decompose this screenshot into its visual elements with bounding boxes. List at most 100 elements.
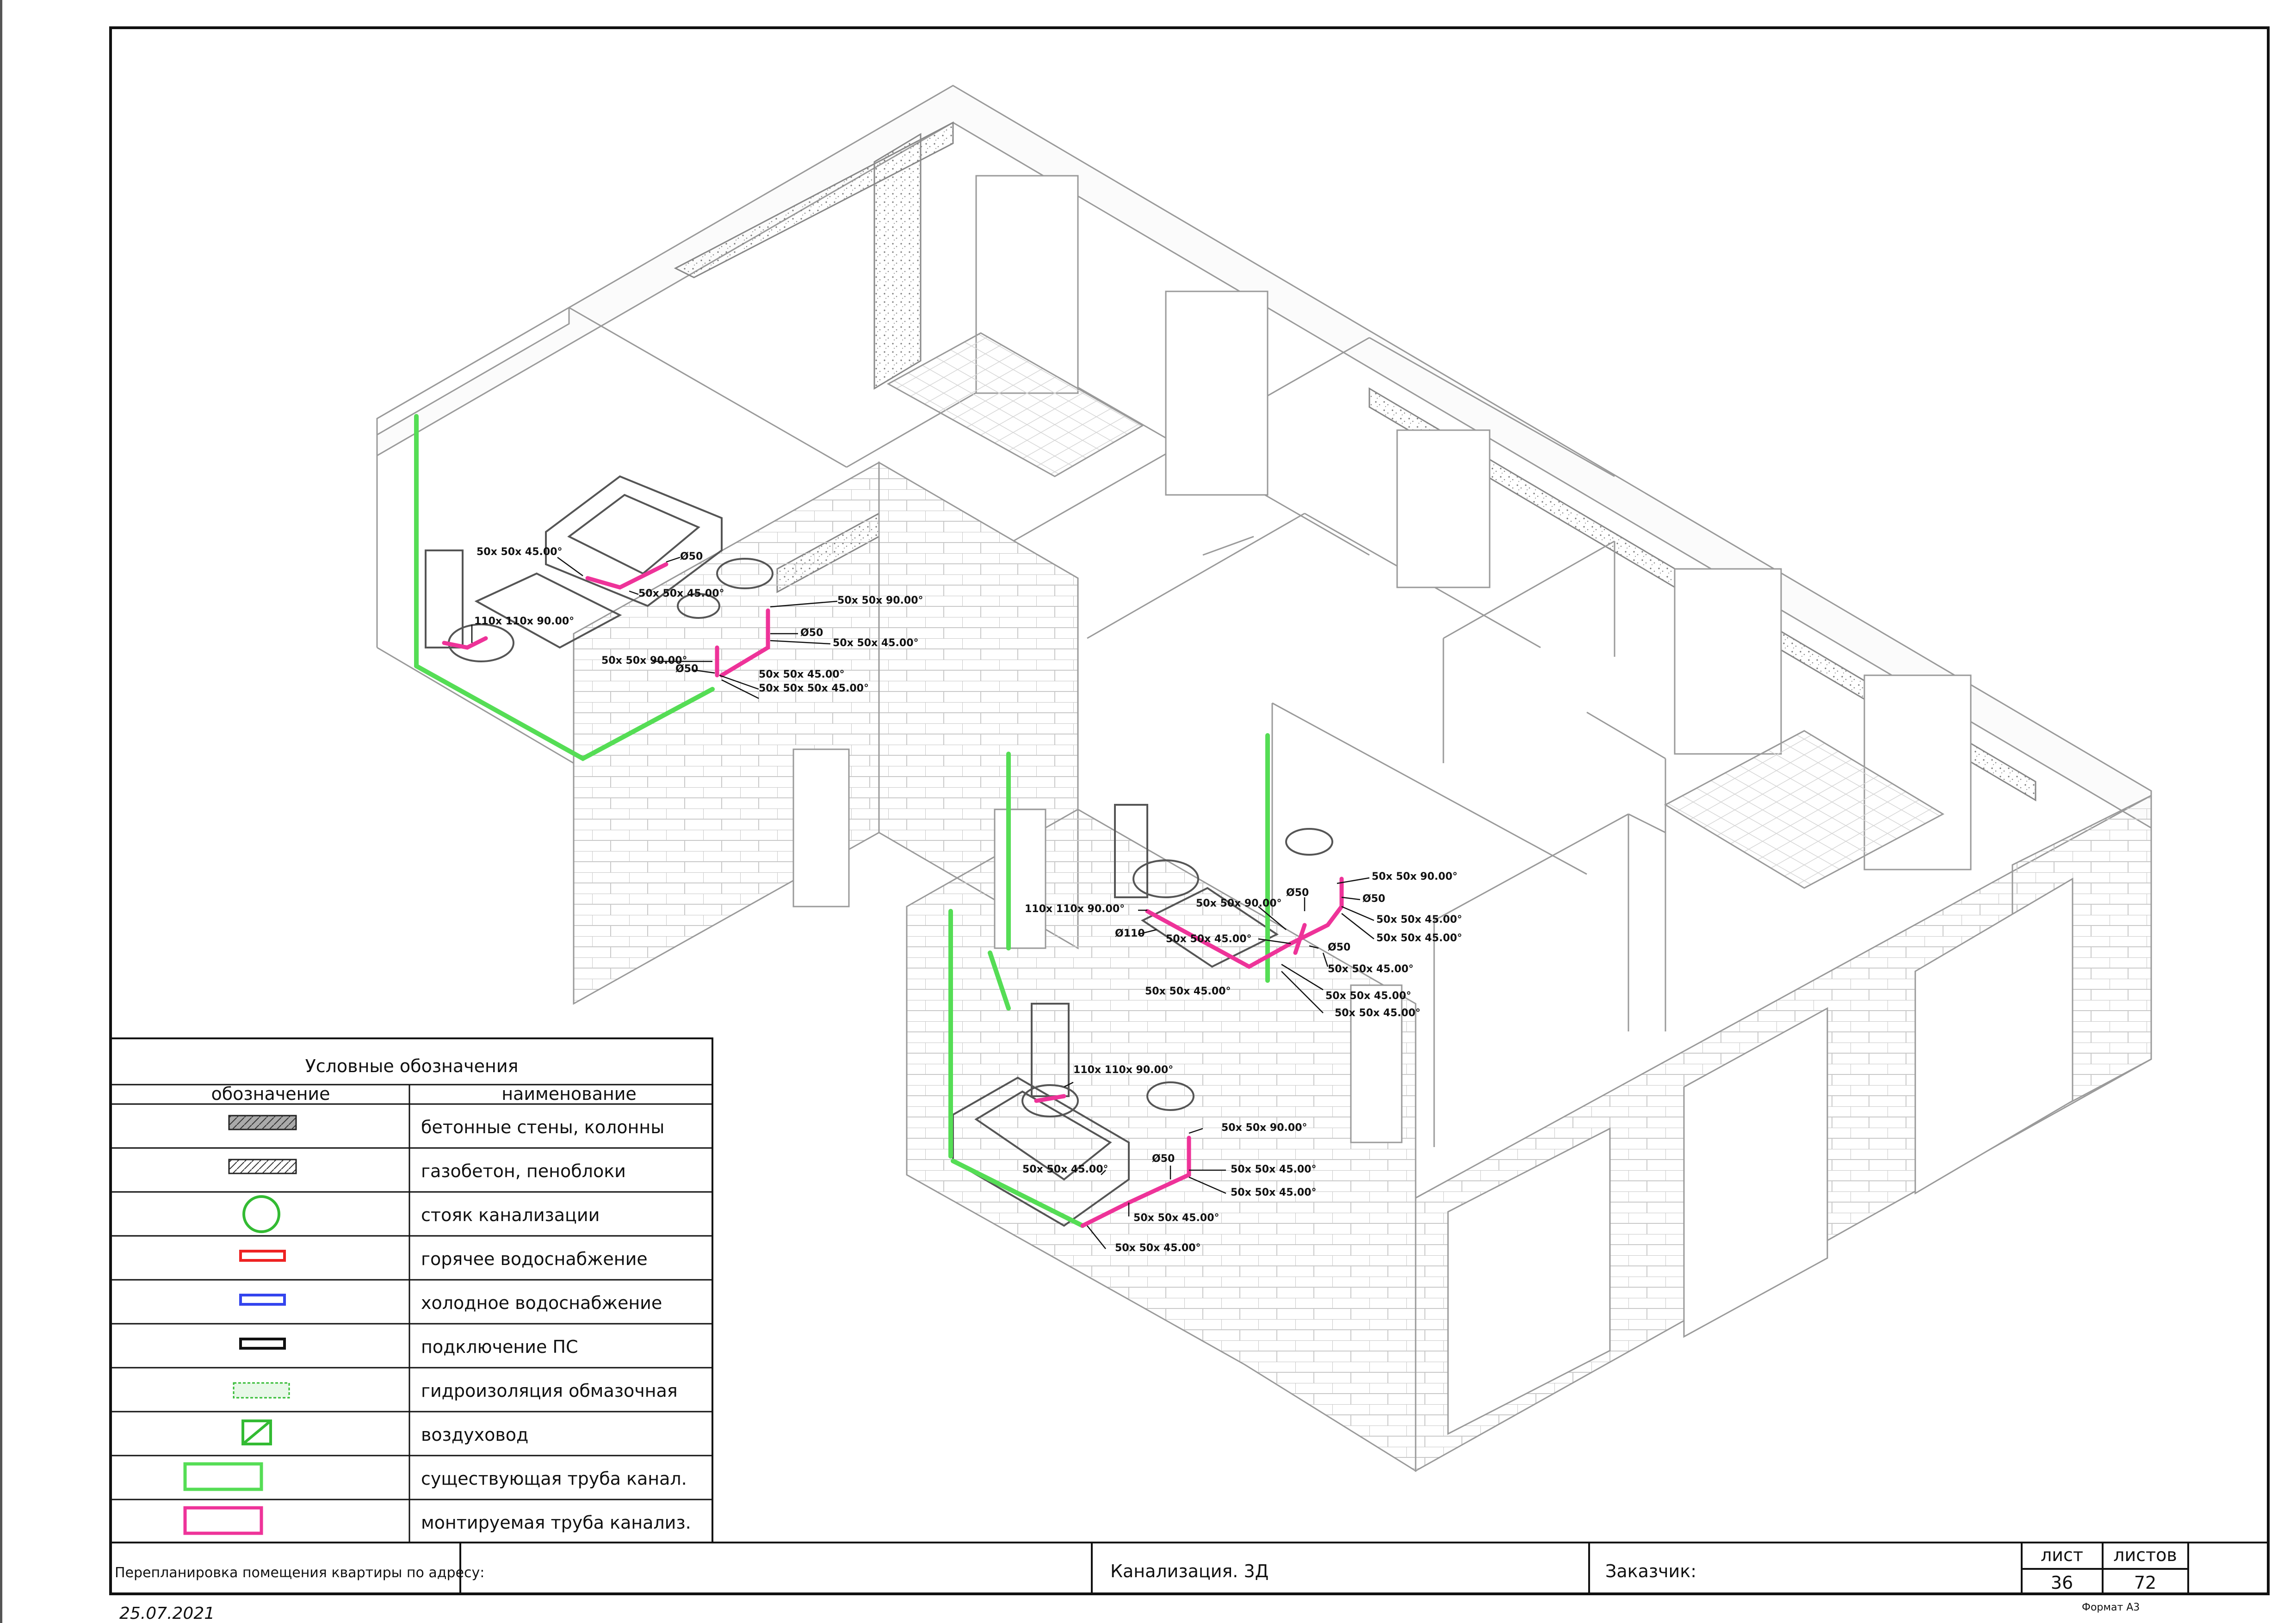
window-south-3 <box>1914 877 2073 1195</box>
pipe-label: 50x 50x 45.00° <box>1376 932 1462 944</box>
pipe-label: Ø50 <box>1328 942 1350 953</box>
new-pipe-lower <box>1080 1135 1191 1228</box>
pipe-label-texts: 50x 50x 45.00° Ø50 50x 50x 45.00° 110x 1… <box>474 546 1462 1254</box>
new-pipe-upper-basin <box>719 608 770 678</box>
branch-middle <box>988 950 1011 1011</box>
window-south-1 <box>1447 1127 1611 1435</box>
legend-item-name: газобетон, пеноблоки <box>421 1161 626 1181</box>
pipe-label: Ø110 <box>1115 928 1145 939</box>
washbasin-upper-2 <box>677 593 720 619</box>
floor-tiles-2 <box>1664 730 1945 889</box>
bathtub-lower-inner <box>974 1090 1112 1181</box>
pipe-label: 50x 50x 90.00° <box>1196 898 1282 909</box>
concrete-column <box>873 133 922 390</box>
format-label: Формат А3 <box>2082 1602 2140 1613</box>
bathtub-upper <box>545 475 723 607</box>
building-isometric <box>376 85 2152 1472</box>
pipe-label: Ø50 <box>1362 893 1385 905</box>
pipe-label: 110x 110x 90.00° <box>1025 903 1125 915</box>
sheet-edge <box>0 0 2 1623</box>
legend-item-name: гидроизоляция обмазочная <box>421 1381 678 1401</box>
legend-title: Условные обозначения <box>305 1056 519 1076</box>
wc-bowl-lower <box>1021 1084 1079 1117</box>
legend-item-name: бетонные стены, колонны <box>421 1117 664 1137</box>
air-duct-icon <box>241 1419 272 1445</box>
floor-tiles-1 <box>886 332 1145 477</box>
drawing-date: 25.07.2021 <box>119 1604 215 1623</box>
legend-table: Условные обозначения обозначение наимено… <box>110 1037 713 1543</box>
pipe-label: 50x 50x 90.00° <box>1221 1122 1307 1134</box>
new-pipe-upper-bath <box>585 562 668 590</box>
fixtures <box>425 475 1333 1227</box>
new-pipe-lower-wc <box>1034 1094 1066 1103</box>
fire-connection-pipe-icon <box>239 1338 286 1350</box>
pipe-label: 50x 50x 45.00° <box>1231 1164 1317 1175</box>
pipe-label: 50x 50x 45.00° <box>1133 1212 1219 1224</box>
shower-tray-upper <box>474 572 622 649</box>
drawing-title: Канализация. 3Д <box>1110 1561 1269 1581</box>
existing-sewer-pipe-icon <box>183 1462 263 1491</box>
hot-water-pipe-icon <box>239 1250 286 1262</box>
pipe-label: 50x 50x 45.00° <box>1022 1164 1108 1175</box>
door-opening-1 <box>792 748 850 907</box>
pipe-label: 50x 50x 45.00° <box>638 588 724 599</box>
pipe-label: Ø50 <box>675 663 698 675</box>
bathtub-upper-inner <box>567 494 700 575</box>
pipe-label: Ø50 <box>1286 887 1309 899</box>
legend-item-name: подключение ПС <box>421 1337 578 1357</box>
pipe-label: 50x 50x 45.00° <box>1335 1007 1421 1019</box>
title-block <box>111 1542 2267 1595</box>
new-sewer-pipe-icon <box>183 1506 263 1535</box>
legend-item-name: стояк канализации <box>421 1205 600 1225</box>
pipe-label: Ø50 <box>800 627 823 639</box>
pipe-label: Ø50 <box>1152 1153 1175 1165</box>
pipe-label: 50x 50x 45.00° <box>1376 914 1462 926</box>
door-opening-3 <box>1350 984 1403 1143</box>
pipe-label: 50x 50x 50x 45.00° <box>759 683 869 694</box>
window-east-2 <box>1674 568 1782 755</box>
brick-wall-west <box>573 461 880 1005</box>
window-east-1 <box>1396 429 1491 588</box>
legend-item-name: холодное водоснабжение <box>421 1293 662 1313</box>
new-pipe-central-2 <box>1293 923 1307 955</box>
wc-cistern-middle <box>1114 804 1148 898</box>
sheet-number: 36 <box>2051 1573 2073 1593</box>
cold-water-pipe-icon <box>239 1294 286 1306</box>
new-pipe-upper-wc <box>442 636 488 650</box>
washbasin-middle <box>1285 828 1333 856</box>
legend-item-name: воздуховод <box>421 1425 528 1445</box>
pipe-label: 50x 50x 45.00° <box>759 669 845 680</box>
pipe-label: 50x 50x 45.00° <box>1115 1242 1201 1254</box>
legend-col-symbol: обозначение <box>211 1084 330 1104</box>
collector-lower <box>951 1159 1085 1228</box>
pipe-label: 110x 110x 90.00° <box>474 616 574 627</box>
collector-upper <box>414 664 715 761</box>
pipe-label: 50x 50x 45.00° <box>1231 1187 1317 1198</box>
new-sewer-pipes <box>442 562 1344 1228</box>
pipe-label: 50x 50x 45.00° <box>833 637 919 649</box>
pipe-label: 50x 50x 90.00° <box>837 595 923 606</box>
shower-tray-middle <box>1141 887 1279 968</box>
pipe-label: Ø50 <box>680 551 703 562</box>
aerated-concrete-hatch-icon <box>228 1159 297 1174</box>
pipe-label: 50x 50x 45.00° <box>477 546 563 558</box>
customer-label: Заказчик: <box>1605 1561 1696 1581</box>
sheets-label: листов <box>2113 1545 2177 1565</box>
sheets-total: 72 <box>2134 1573 2156 1593</box>
sheet-label: лист <box>2041 1545 2083 1565</box>
sewer-riser-circle-icon <box>242 1195 280 1233</box>
window-south-2 <box>1683 1007 1828 1338</box>
pipe-label: 50x 50x 45.00° <box>1145 986 1231 997</box>
door-opening-2 <box>994 808 1046 949</box>
legend-item-name: горячее водоснабжение <box>421 1249 648 1269</box>
wc-cistern-upper <box>425 549 464 648</box>
existing-sewer-pipes <box>414 414 1270 1228</box>
washbasin-upper <box>716 558 774 589</box>
pipe-label: 50x 50x 90.00° <box>601 655 687 666</box>
drawing-frame <box>109 26 2270 1595</box>
left-wing-wall <box>376 306 570 436</box>
legend-item-name: монтируемая труба канализ. <box>421 1512 691 1533</box>
pipe-label: 110x 110x 90.00° <box>1073 1064 1173 1076</box>
